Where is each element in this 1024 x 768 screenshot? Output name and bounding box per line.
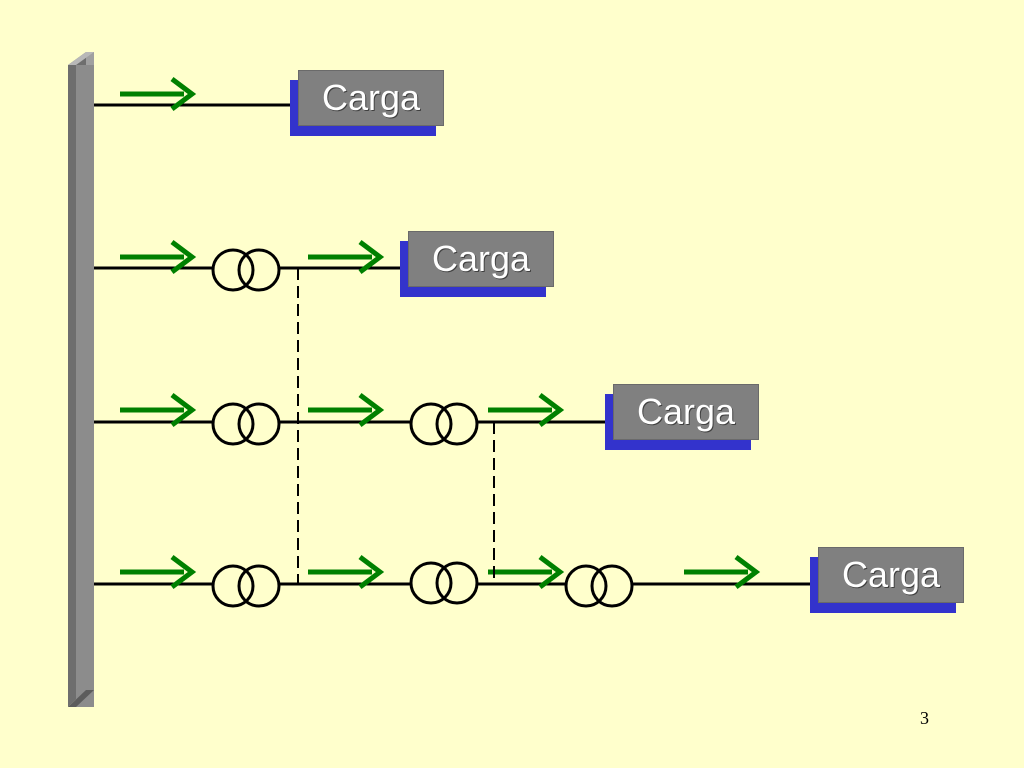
- power-flow-arrow: [488, 393, 565, 427]
- power-flow-arrow: [308, 393, 385, 427]
- transformer-icon: [409, 561, 479, 605]
- load-box-4: Carga: [810, 547, 964, 613]
- power-flow-arrow: [120, 555, 197, 589]
- transformer-icon: [409, 402, 479, 446]
- transformer-icon: [211, 402, 281, 446]
- power-flow-arrow: [308, 240, 385, 274]
- load-label: Carga: [408, 231, 554, 287]
- load-box-2: Carga: [400, 231, 554, 297]
- load-box-3: Carga: [605, 384, 759, 450]
- load-box-1: Carga: [290, 70, 444, 136]
- power-flow-arrow: [488, 555, 565, 589]
- power-flow-arrow: [120, 240, 197, 274]
- feeder-3: [94, 393, 608, 446]
- load-label: Carga: [298, 70, 444, 126]
- power-flow-arrow: [684, 555, 761, 589]
- feeder-2: [94, 240, 402, 292]
- page-number: 3: [920, 708, 929, 728]
- power-flow-arrow: [120, 77, 197, 111]
- transformer-icon: [211, 248, 281, 292]
- power-flow-arrow: [308, 555, 385, 589]
- feeder-1: [94, 77, 292, 111]
- power-flow-arrow: [120, 393, 197, 427]
- load-label: Carga: [818, 547, 964, 603]
- busbar: [68, 52, 94, 707]
- feeder-4: [94, 555, 812, 608]
- load-label: Carga: [613, 384, 759, 440]
- transformer-icon: [211, 564, 281, 608]
- transformer-icon: [564, 564, 634, 608]
